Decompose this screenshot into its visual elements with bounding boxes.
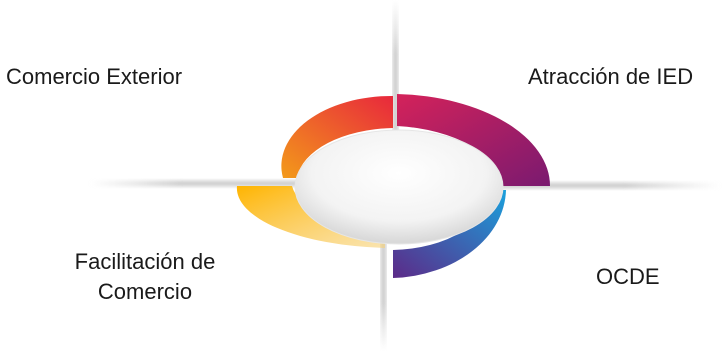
label-facilitacion-comercio: Facilitación de Comercio xyxy=(74,249,216,304)
divider-horizontal-left xyxy=(90,181,395,186)
segment-atraccion-ied xyxy=(397,94,551,186)
center-ellipse xyxy=(294,129,504,245)
segment-ocde xyxy=(393,190,506,278)
divider-vertical-top xyxy=(393,0,398,180)
label-ocde: OCDE xyxy=(596,264,660,289)
label-atraccion-ied: Atracción de IED xyxy=(528,64,694,89)
divider-horizontal-right xyxy=(400,183,720,188)
segment-comercio-exterior xyxy=(281,95,393,178)
label-comercio-exterior: Comercio Exterior xyxy=(6,64,183,89)
divider-vertical-bottom xyxy=(381,190,386,351)
